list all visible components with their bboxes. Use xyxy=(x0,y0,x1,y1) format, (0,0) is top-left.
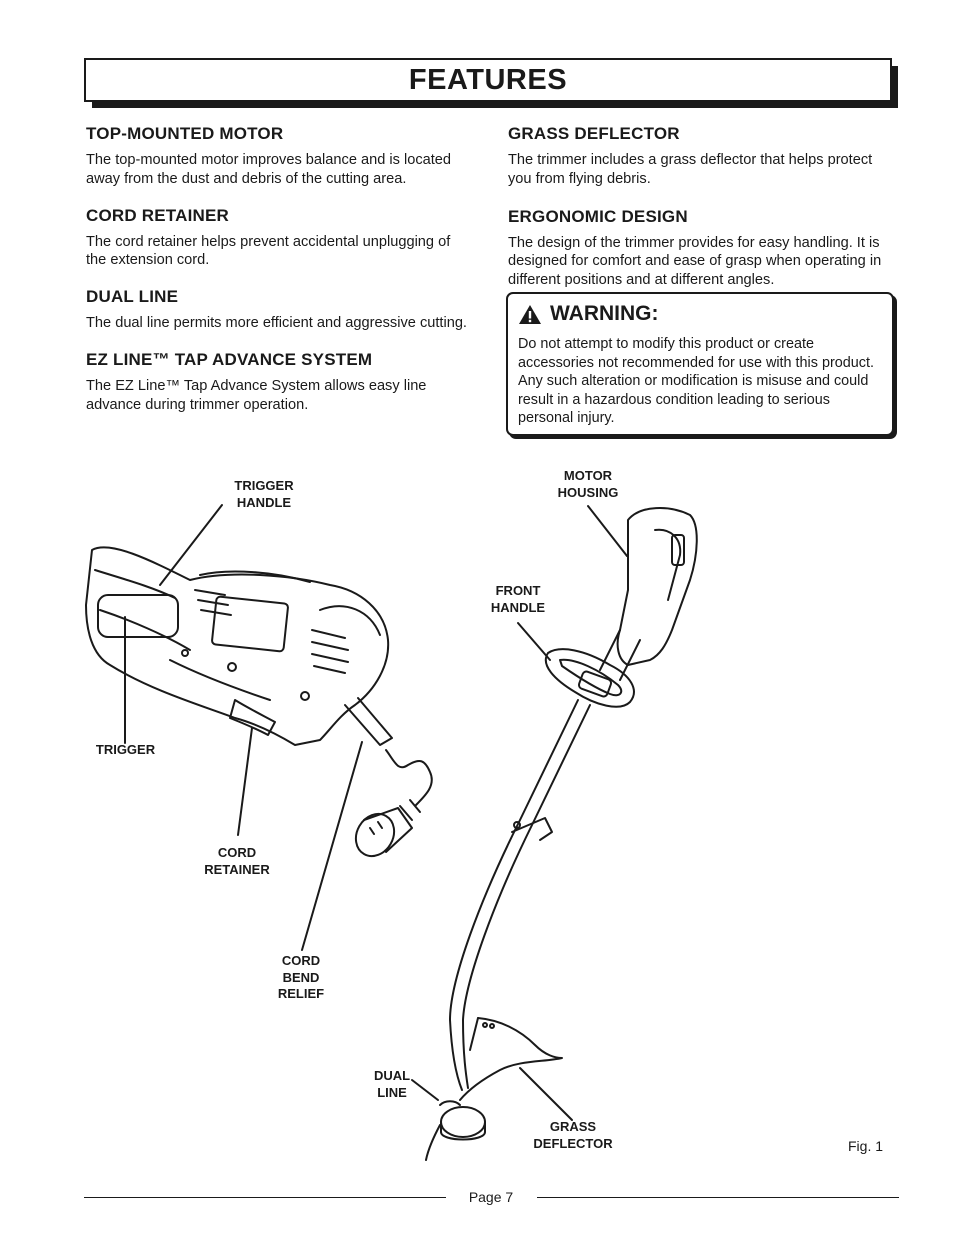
callout-trigger: TRIGGER xyxy=(95,742,156,757)
section-heading: EZ LINE™ TAP ADVANCE SYSTEM xyxy=(86,349,373,369)
callout-front-handle: FRONT HANDLE xyxy=(490,583,546,615)
warning-title: WARNING: xyxy=(550,302,659,325)
figure-label: Fig. 1 xyxy=(848,1138,884,1154)
section-heading: GRASS DEFLECTOR xyxy=(508,124,680,143)
section-grass-deflector: GRASS DEFLECTOR The trimmer includes a g… xyxy=(508,124,898,189)
warning-triangle-icon xyxy=(519,304,541,324)
warning-box: WARNING: Do not attempt to modify this p… xyxy=(506,292,894,436)
section-body: The dual line permits more efficient and… xyxy=(86,315,467,332)
footer-rule-right xyxy=(537,1197,899,1198)
page-title: FEATURES xyxy=(408,63,568,96)
section-body: The cord retainer helps prevent accident… xyxy=(86,233,451,269)
page-number: Page 7 xyxy=(468,1189,514,1205)
callout-leader-lines xyxy=(124,504,628,1121)
warning-body: Do not attempt to modify this product or… xyxy=(518,336,874,427)
section-cord-retainer: CORD RETAINER The cord retainer helps pr… xyxy=(86,206,471,271)
section-heading: TOP-MOUNTED MOTOR xyxy=(86,124,284,143)
left-column: TOP-MOUNTED MOTOR The top-mounted motor … xyxy=(86,124,471,432)
callout-motor-housing: MOTOR HOUSING xyxy=(557,468,619,500)
footer-rule-left xyxy=(84,1197,446,1198)
handle-closeup-drawing xyxy=(85,546,433,858)
section-body: The design of the trimmer provides for e… xyxy=(508,234,882,289)
trimmer-full-drawing xyxy=(425,507,698,1161)
section-body: The top-mounted motor improves balance a… xyxy=(86,152,452,187)
section-ergonomic-design: ERGONOMIC DESIGN The design of the trimm… xyxy=(508,207,898,290)
section-heading: ERGONOMIC DESIGN xyxy=(508,206,688,226)
callout-grass-deflector: GRASS DEFLECTOR xyxy=(533,1119,613,1151)
section-dual-line: DUAL LINE The dual line permits more eff… xyxy=(86,287,471,333)
section-body: The trimmer includes a grass deflector t… xyxy=(508,152,873,187)
warning-header: WARNING: xyxy=(518,302,882,326)
callout-dual-line: DUAL LINE xyxy=(373,1068,411,1100)
right-column: GRASS DEFLECTOR The trimmer includes a g… xyxy=(508,124,898,308)
section-heading: CORD RETAINER xyxy=(86,205,230,225)
callout-cord-bend-relief: CORD BEND RELIEF xyxy=(277,953,325,1001)
section-body: The EZ Line™ Tap Advance System allows e… xyxy=(86,377,427,413)
section-top-mounted-motor: TOP-MOUNTED MOTOR The top-mounted motor … xyxy=(86,124,471,189)
trimmer-illustration xyxy=(85,504,698,1161)
title-banner: FEATURES xyxy=(84,58,892,102)
section-ez-line: EZ LINE™ TAP ADVANCE SYSTEM The EZ Line™… xyxy=(86,350,471,415)
callout-trigger-handle: TRIGGER HANDLE xyxy=(234,478,294,510)
section-heading: DUAL LINE xyxy=(86,287,179,307)
callout-cord-retainer: CORD RETAINER xyxy=(204,845,270,877)
